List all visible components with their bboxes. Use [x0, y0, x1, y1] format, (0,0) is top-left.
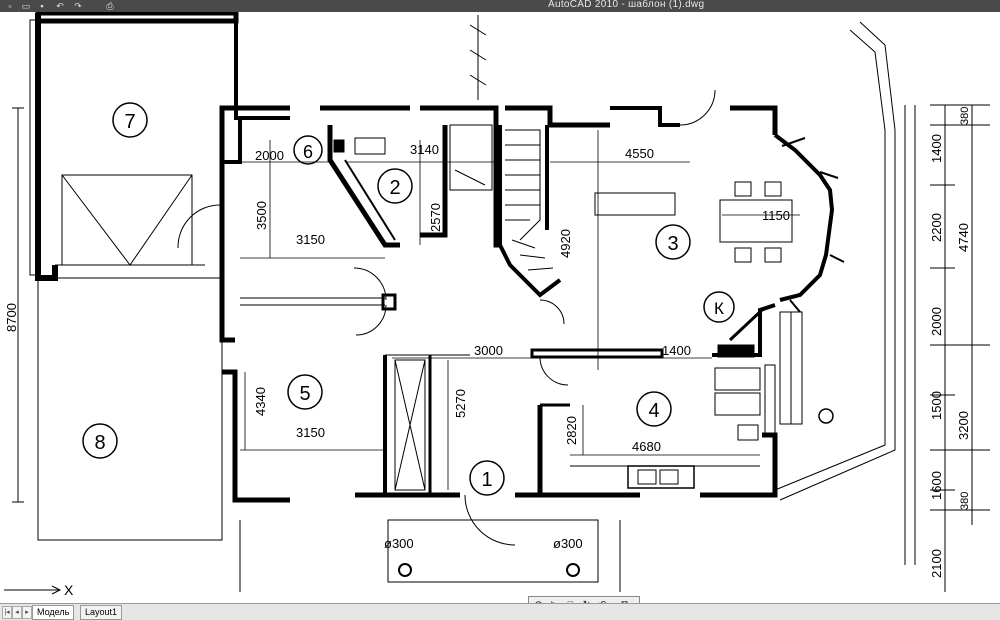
ucs-x-label: X [64, 582, 74, 598]
dim-right-2200: 2200 [929, 213, 944, 242]
dim-8700: 8700 [4, 303, 19, 332]
garage-wall [35, 12, 239, 24]
open-icon[interactable]: ▭ [21, 1, 31, 11]
room-label-4: 4 [648, 400, 659, 422]
redo-icon[interactable]: ↷ [74, 1, 82, 11]
drawing-canvas[interactable]: 7 6 2 3 К 4 5 1 8 2000 3140 4550 1150 31… [0, 12, 1000, 603]
dim-2820: 2820 [564, 416, 579, 445]
room-label-1: 1 [481, 469, 492, 491]
dim-right-380-top: 380 [959, 107, 971, 125]
dim-right-2000: 2000 [929, 307, 944, 336]
next-tab-icon[interactable]: ▸ [22, 606, 32, 619]
area-8-outline [37, 277, 223, 541]
room-label-8: 8 [94, 432, 105, 454]
dim-right-380-bottom: 380 [959, 492, 971, 510]
dim-4920: 4920 [558, 229, 573, 258]
undo-icon[interactable]: ↶ [56, 1, 64, 11]
dim-right-1400: 1400 [929, 134, 944, 163]
room-label-6: 6 [303, 142, 313, 162]
dim-2570: 2570 [428, 203, 443, 232]
dim-3150-top: 3150 [296, 232, 325, 247]
dim-1150: 1150 [762, 208, 790, 223]
garage-gate [61, 174, 193, 266]
tab-layout1[interactable]: Layout1 [80, 605, 123, 620]
dim-3150-bottom: 3150 [296, 425, 325, 440]
room-label-7: 7 [124, 111, 135, 133]
save-icon[interactable]: ▪ [40, 1, 44, 11]
dim-5270: 5270 [453, 389, 468, 418]
title-bar: ▫ ▭ ▪ ↶ ↷ ⎙ AutoCAD 2010 - шаблон (1).dw… [0, 0, 1000, 12]
layout-tab-bar: |◂ ◂ ▸ Модель Layout1 [0, 603, 1000, 620]
dim-right-1500: 1500 [929, 391, 944, 420]
dim-col-2: ø300 [553, 536, 583, 551]
dim-3140: 3140 [410, 142, 439, 157]
room-label-2: 2 [389, 177, 400, 199]
dim-4680: 4680 [632, 439, 661, 454]
dim-3500: 3500 [254, 201, 269, 230]
dim-right-2100: 2100 [929, 549, 944, 578]
window-title: AutoCAD 2010 - шаблон (1).dwg [548, 0, 705, 10]
dim-1400: 1400 [662, 343, 691, 358]
room-label-3: 3 [667, 233, 678, 255]
room-label-5: 5 [299, 383, 310, 405]
prev-tab-icon[interactable]: ◂ [12, 606, 22, 619]
dim-2000: 2000 [255, 148, 284, 163]
first-tab-icon[interactable]: |◂ [2, 606, 12, 619]
room-label-k: К [714, 299, 724, 318]
dim-right-1600: 1600 [929, 471, 944, 500]
dim-4550: 4550 [625, 146, 654, 161]
dim-col-1: ø300 [384, 536, 414, 551]
dim-3000: 3000 [474, 343, 503, 358]
dim-right-4740: 4740 [956, 223, 971, 252]
dim-4340: 4340 [253, 387, 268, 416]
print-icon[interactable]: ⎙ [106, 1, 114, 11]
garage-wall-left [35, 13, 58, 281]
new-icon[interactable]: ▫ [8, 1, 12, 11]
tab-model[interactable]: Модель [32, 605, 75, 620]
dim-right-3200: 3200 [956, 411, 971, 440]
